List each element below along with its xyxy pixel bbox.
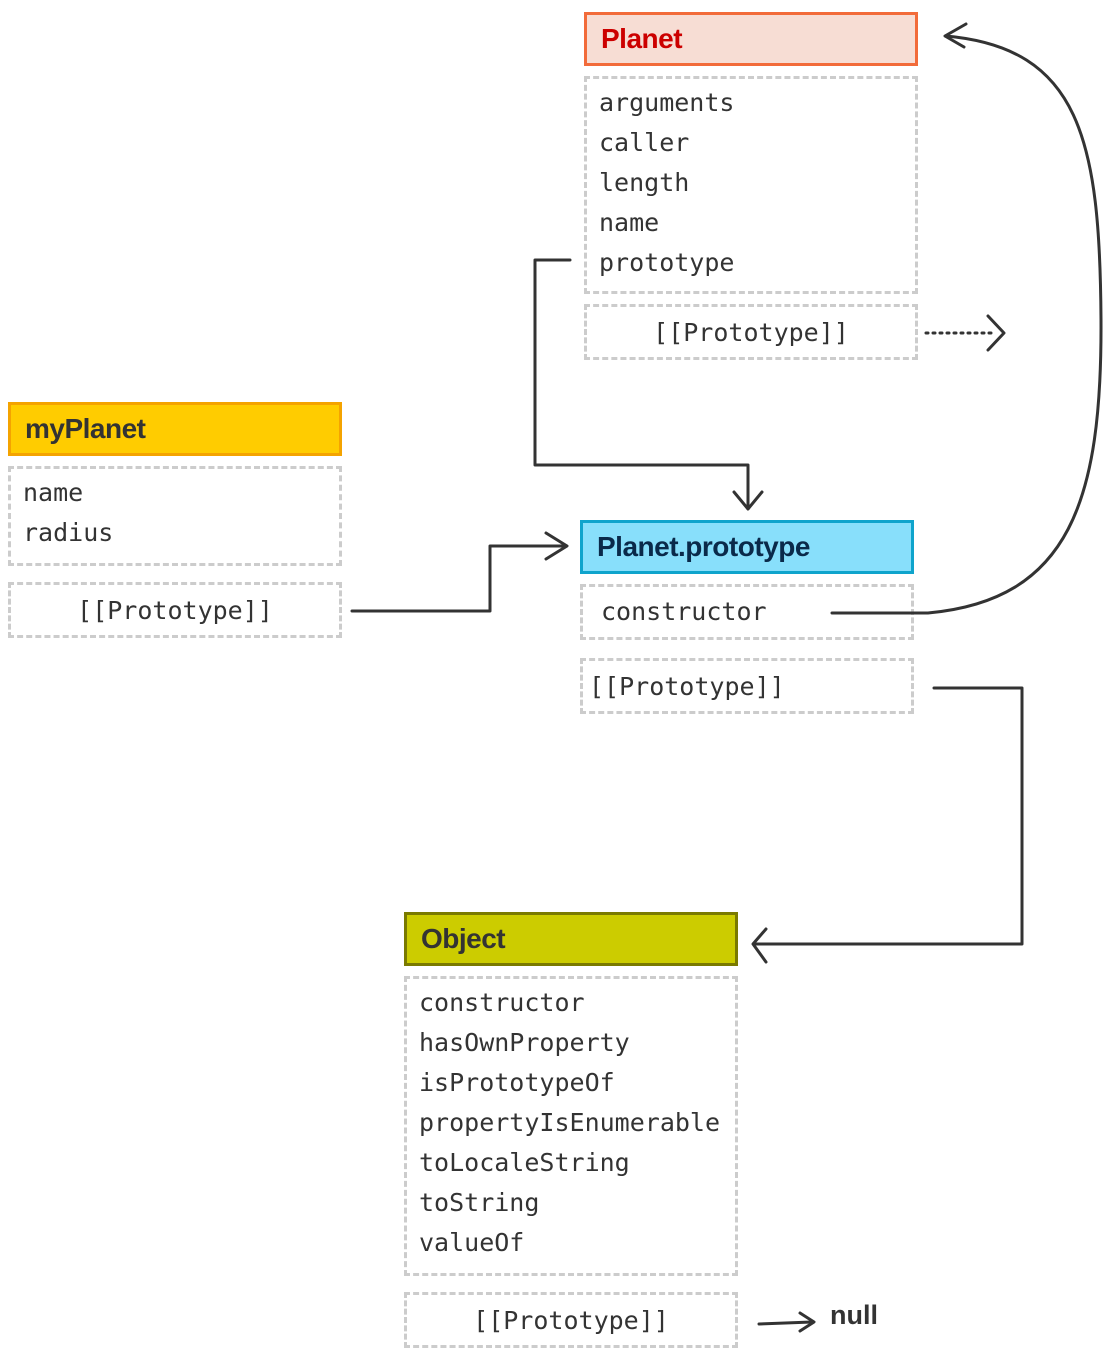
myplanet-prototype-slot-label: [[Prototype]]: [77, 595, 273, 625]
object-properties-box: constructor hasOwnProperty isPrototypeOf…: [404, 976, 738, 1276]
planet-header: Planet: [584, 12, 918, 66]
myplanet-prototype-to-planet-prototype-arrow: [350, 544, 568, 613]
planet-prototype-property-constructor: constructor: [601, 597, 767, 626]
planet-prototype-properties-box: constructor: [580, 584, 914, 640]
planet-property-length: length: [599, 168, 690, 197]
myplanet-prototype-slot: [[Prototype]]: [8, 582, 342, 638]
planet-properties-box: arguments caller length name prototype: [584, 76, 918, 294]
myplanet-property-name: name: [23, 478, 84, 507]
planet-prototype-prototype-slot-label: [[Prototype]]: [589, 671, 785, 701]
object-property-tolocalestring: toLocaleString: [419, 1148, 630, 1177]
object-property-tostring: toString: [419, 1188, 540, 1217]
planet-property-caller: caller: [599, 128, 690, 157]
planet-prototype-slot: [[Prototype]]: [584, 304, 918, 360]
object-property-propertyisenumerable: propertyIsEnumerable: [419, 1108, 721, 1137]
planet-prototype-header: Planet.prototype: [580, 520, 914, 574]
planet-property-arguments: arguments: [599, 88, 735, 117]
planet-property-prototype: prototype: [599, 248, 735, 277]
myplanet-header: myPlanet: [8, 402, 342, 456]
myplanet-properties-box: name radius: [8, 466, 342, 566]
null-label: null: [830, 1300, 878, 1330]
object-prototype-slot: [[Prototype]]: [404, 1292, 738, 1348]
planet-prototype-to-object-arrow: [754, 686, 1024, 946]
object-prototype-to-null-arrow: [757, 1320, 814, 1326]
planet-property-name: name: [599, 208, 660, 237]
object-property-hasownproperty: hasOwnProperty: [419, 1028, 630, 1057]
object-property-isprototypeof: isPrototypeOf: [419, 1068, 615, 1097]
object-header: Object: [404, 912, 738, 966]
planet-prototype-dotted-arrowhead: [986, 314, 1006, 352]
planet-prototype-prototype-slot: [[Prototype]]: [580, 658, 914, 714]
planet-prototype-slot-label: [[Prototype]]: [653, 317, 849, 347]
myplanet-prototype-arrowhead: [544, 531, 569, 561]
planet-prototype-property-to-planet-prototype-arrow: [533, 258, 750, 510]
myplanet-property-radius: radius: [23, 518, 114, 547]
object-prototype-to-null-arrowhead: [798, 1311, 816, 1333]
planet-prototype-property-arrowhead: [732, 490, 764, 511]
object-prototype-slot-label: [[Prototype]]: [473, 1305, 669, 1335]
planet-prototype-to-object-arrowhead: [751, 927, 768, 964]
constructor-to-planet-arrowhead: [943, 22, 968, 49]
object-property-valueof: valueOf: [419, 1228, 525, 1257]
object-property-constructor: constructor: [419, 988, 585, 1017]
